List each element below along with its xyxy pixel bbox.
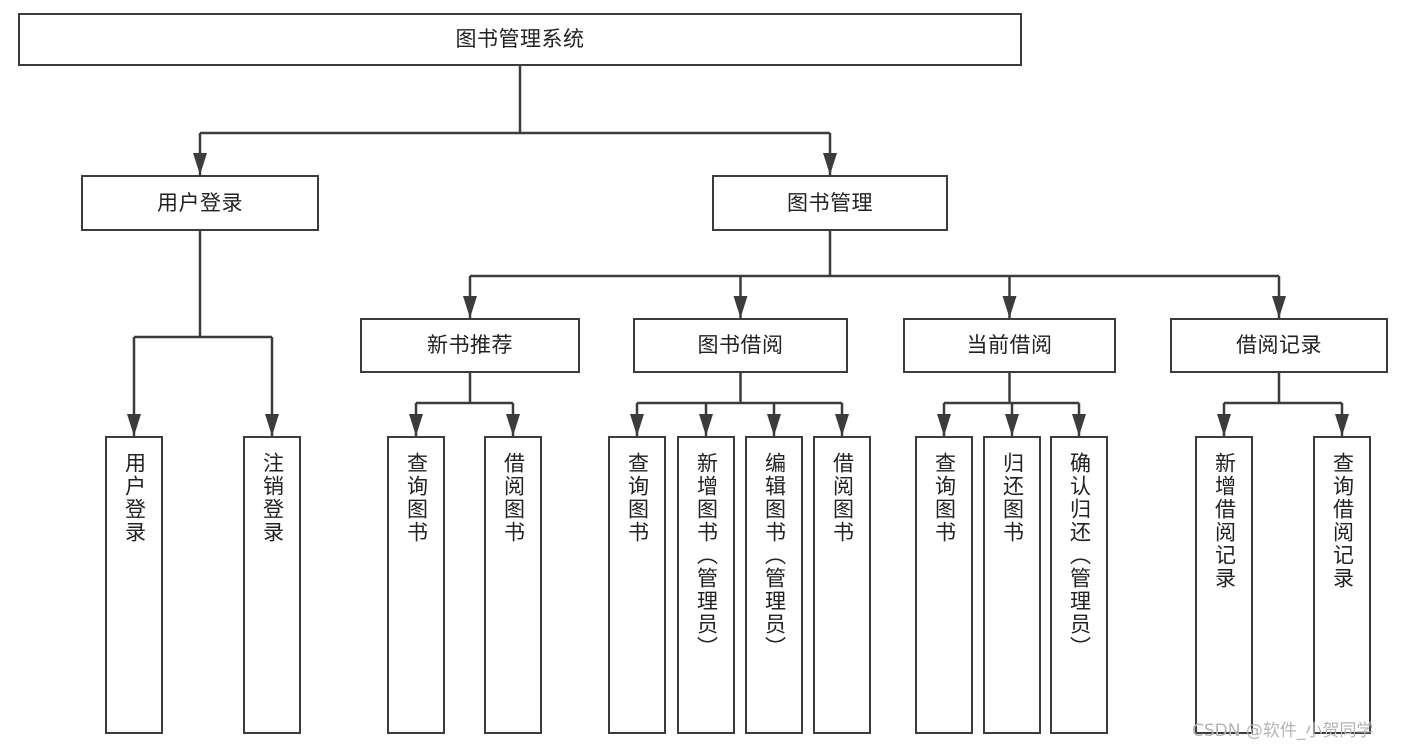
edge-arrowhead — [630, 414, 644, 436]
node-leaf-edit-book[interactable]: 编辑图书（管理员） — [745, 436, 803, 734]
node-book-borrow[interactable]: 图书借阅 — [633, 318, 848, 373]
node-leaf-return-book[interactable]: 归还图书 — [983, 436, 1041, 734]
node-leaf-logout[interactable]: 注销登录 — [243, 436, 301, 734]
edge-arrowhead — [1005, 414, 1019, 436]
edge-arrowhead — [1272, 296, 1286, 318]
edge-arrowhead — [699, 414, 713, 436]
node-label: 图书借阅 — [697, 333, 784, 358]
edge-arrowhead — [767, 414, 781, 436]
node-leaf-borrow-book-2[interactable]: 借阅图书 — [813, 436, 871, 734]
edge-arrowhead — [1072, 414, 1086, 436]
edge-arrowhead — [937, 414, 951, 436]
node-label: 归还图书 — [1000, 452, 1025, 544]
node-label: 查询图书 — [625, 452, 650, 544]
node-new-book-rec[interactable]: 新书推荐 — [360, 318, 580, 373]
node-label: 查询借阅记录 — [1330, 452, 1355, 590]
edge-arrowhead — [823, 153, 837, 175]
edge-arrowhead — [1335, 414, 1349, 436]
node-label: 用户登录 — [157, 190, 243, 215]
node-label: 借阅图书 — [830, 452, 855, 544]
edge-arrowhead — [506, 414, 520, 436]
edge-arrowhead — [265, 414, 279, 436]
node-borrow-record[interactable]: 借阅记录 — [1170, 318, 1388, 373]
node-leaf-user-login[interactable]: 用户登录 — [105, 436, 163, 734]
node-leaf-add-book[interactable]: 新增图书（管理员） — [677, 436, 735, 734]
node-current-borrow[interactable]: 当前借阅 — [903, 318, 1116, 373]
edge-arrowhead — [127, 414, 141, 436]
node-leaf-query-book-3[interactable]: 查询图书 — [915, 436, 973, 734]
node-leaf-query-book-1[interactable]: 查询图书 — [387, 436, 445, 734]
edge-arrowhead — [733, 296, 748, 318]
node-label: 借阅记录 — [1236, 333, 1322, 358]
node-label: 图书管理 — [787, 190, 873, 215]
node-book-manage[interactable]: 图书管理 — [712, 175, 948, 231]
node-leaf-confirm-return[interactable]: 确认归还（管理员） — [1050, 436, 1108, 734]
node-label: 确认归还（管理员） — [1067, 452, 1092, 659]
edge-arrowhead — [835, 414, 849, 436]
node-label: 图书管理系统 — [455, 27, 585, 52]
node-label: 注销登录 — [260, 452, 285, 544]
edge-arrowhead — [463, 296, 477, 318]
node-label: 查询图书 — [404, 452, 429, 544]
node-label: 编辑图书（管理员） — [762, 452, 787, 659]
node-leaf-query-book-2[interactable]: 查询图书 — [608, 436, 666, 734]
edge-arrowhead — [409, 414, 423, 436]
node-label: 新书推荐 — [427, 333, 513, 358]
node-label: 借阅图书 — [501, 452, 526, 544]
node-label: 查询图书 — [932, 452, 957, 544]
node-label: 用户登录 — [122, 452, 147, 544]
node-label: 新增借阅记录 — [1212, 452, 1237, 590]
node-user-login[interactable]: 用户登录 — [81, 175, 319, 231]
node-leaf-add-record[interactable]: 新增借阅记录 — [1195, 436, 1253, 734]
node-root[interactable]: 图书管理系统 — [18, 13, 1022, 66]
node-label: 新增图书（管理员） — [694, 452, 719, 659]
node-label: 当前借阅 — [966, 333, 1053, 358]
edge-arrowhead — [1002, 296, 1017, 318]
node-leaf-borrow-book-1[interactable]: 借阅图书 — [484, 436, 542, 734]
edge-arrowhead — [193, 153, 207, 175]
node-leaf-query-record[interactable]: 查询借阅记录 — [1313, 436, 1371, 734]
watermark-label: CSDN @软件_小贺同学 — [1192, 721, 1374, 741]
edge-arrowhead — [1217, 414, 1231, 436]
